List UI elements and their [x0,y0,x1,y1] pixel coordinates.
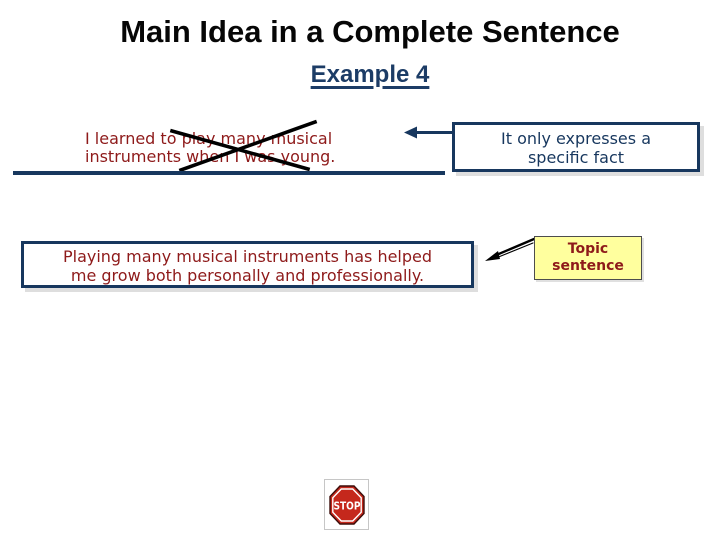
topic-label-box: Topic sentence [534,236,642,280]
topic-label-line2: sentence [552,258,624,274]
example-sentence: I learned to play many musical instrumen… [85,130,335,166]
stop-sign-icon: STOP [324,479,369,530]
stop-sign-octagon: STOP [329,484,365,525]
fact-callout-box: It only expresses a specific fact [452,122,700,172]
fact-callout-line1: It only expresses a [500,129,651,148]
slide-title: Main Idea in a Complete Sentence [120,14,620,49]
example-sentence-line2: instruments when I was young. [85,147,336,166]
topic-sentence-line1: Playing many musical instruments has hel… [62,247,433,266]
left-arrow-icon [404,126,455,139]
topic-label-line1: Topic [567,241,609,257]
topic-sentence-box: Playing many musical instruments has hel… [21,241,474,288]
slide-header: Main Idea in a Complete Sentence Example… [0,14,720,89]
sentence-underline-rule [13,171,445,175]
example-sentence-line1: I learned to play many musical [85,129,333,148]
topic-sentence-line2: me grow both personally and professional… [70,266,425,285]
fact-callout-line2: specific fact [527,148,625,167]
sketch-arrow-icon [485,237,536,261]
stop-sign-label: STOP [334,499,361,512]
slide-subtitle: Example 4 [310,61,430,88]
